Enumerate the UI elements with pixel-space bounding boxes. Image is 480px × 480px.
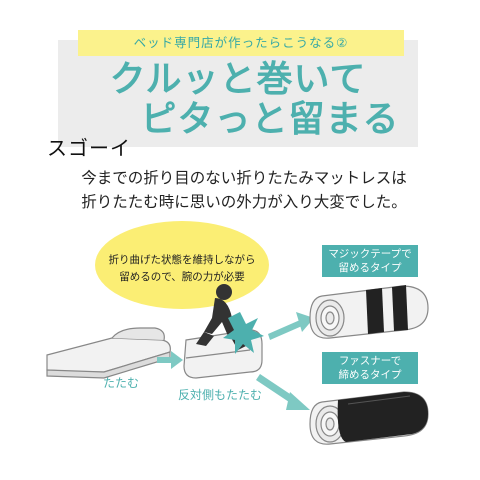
fastener-label-line-2: 締めるタイプ: [338, 369, 402, 381]
body-text-line-1: 今までの折り目のない折りたたみマットレスは: [81, 169, 407, 187]
bubble-text-line-2: 留めるので、腕の力が必要: [119, 271, 245, 283]
magic-tape-label-line-2: 留めるタイプ: [338, 262, 402, 274]
fastener-label-line-1: ファスナーで: [338, 355, 402, 367]
headline-line-2: ピタっと留まる: [140, 99, 400, 140]
exclamation-text: スゴーイ: [47, 136, 131, 160]
impact-burst-icon: [223, 312, 264, 354]
series-label: ベッド専門店が作ったらこうなる②: [78, 30, 404, 56]
body-text-line-2: 折りたたむ時に思いの外力が入り大変でした。: [81, 193, 407, 211]
mattress-flat-illustration: [46, 327, 171, 379]
headline-line-1: クルッと巻いて: [109, 59, 367, 100]
arrow-3-icon: [256, 374, 310, 410]
magic-tape-type-label: マジックテープで 留めるタイプ: [322, 245, 418, 277]
step-fold-label: たたむ: [103, 376, 140, 390]
arrow-2-icon: [268, 312, 314, 340]
fastener-type-label: ファスナーで 締めるタイプ: [322, 352, 418, 384]
fastener-cover-icon: [337, 392, 428, 442]
magic-tape-band-icon: [366, 285, 408, 334]
arrow-1-icon: [157, 351, 183, 369]
magic-tape-label-line-1: マジックテープで: [328, 248, 412, 260]
bubble-text-line-1: 折り曲げた状態を維持しながら: [108, 254, 256, 266]
step-fold-other-side-label: 反対側もたたむ: [178, 388, 263, 402]
